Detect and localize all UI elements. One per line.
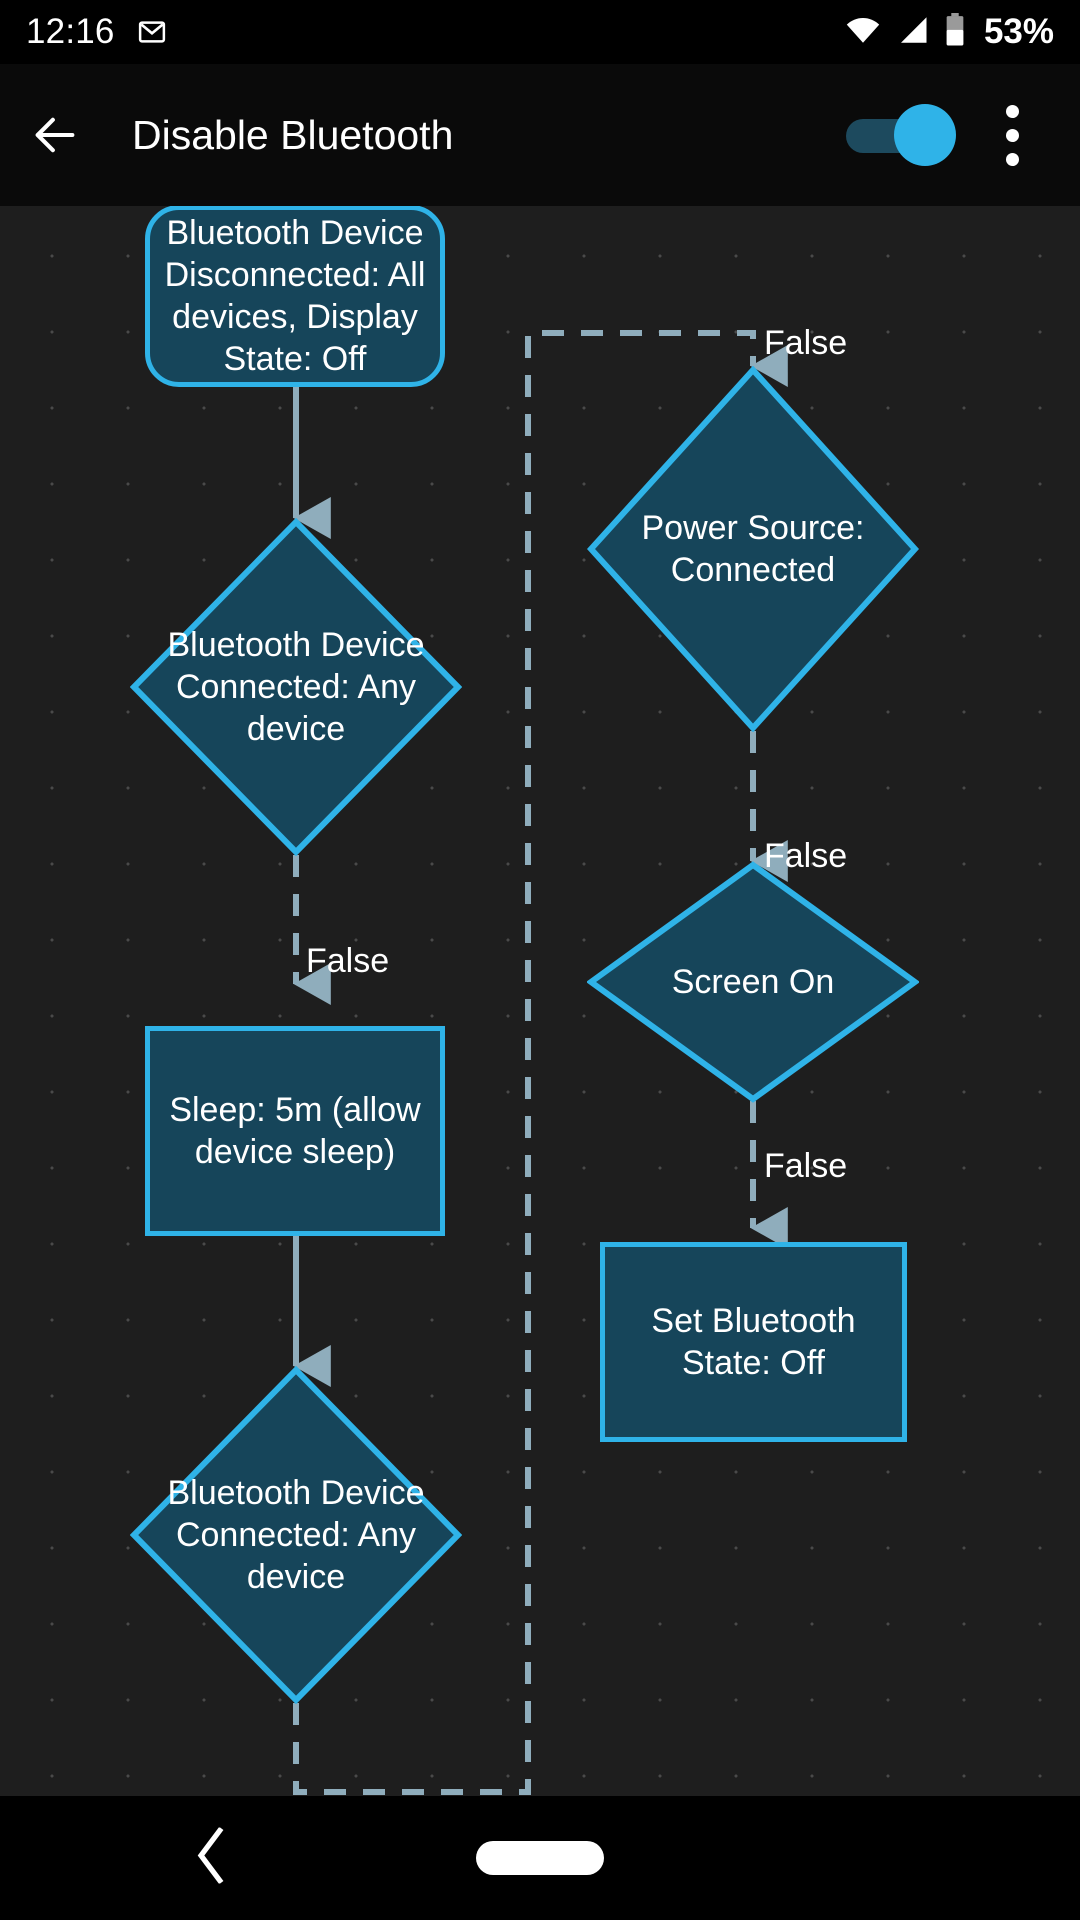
diamond-text-wrap: Power Source: Connected <box>587 366 919 732</box>
flow-node-label: Screen On <box>671 963 835 1001</box>
status-bar: 12:16 <box>0 0 1080 64</box>
gmail-icon <box>137 17 167 47</box>
toggle-knob <box>894 104 956 166</box>
flowchart-canvas[interactable]: Bluetooth Device Disconnected: All devic… <box>0 206 1080 1796</box>
diamond-shape <box>130 1366 462 1704</box>
edge-label-false-n6-n7: False <box>764 1147 848 1185</box>
overflow-dot <box>1005 152 1019 166</box>
flow-node-condition-bluetooth-connected-1[interactable]: Bluetooth Device Connected: Any device <box>130 518 462 856</box>
nav-back-chevron-icon <box>197 1826 224 1885</box>
flow-node-label: Bluetooth Device Connected: Any device <box>167 1474 425 1596</box>
edge-n4-n5-loopback <box>293 330 788 1795</box>
flow-node-action-set-bluetooth-off[interactable]: Set Bluetooth State: Off <box>600 1242 907 1442</box>
flow-node-condition-power-source[interactable]: Power Source: Connected <box>587 366 919 732</box>
overflow-dot <box>1005 104 1019 118</box>
flow-node-label: Set Bluetooth State: Off <box>651 1302 856 1382</box>
nav-back-button[interactable] <box>196 1826 226 1889</box>
nav-home-pill-icon[interactable] <box>476 1841 604 1875</box>
status-icons-group: 53% <box>844 12 1054 52</box>
diamond-shape <box>130 518 462 856</box>
diamond-text-wrap: Bluetooth Device Connected: Any device <box>130 1366 462 1704</box>
status-time: 12:16 <box>26 12 115 51</box>
edge-label-false-n4-n5: False <box>764 324 848 362</box>
back-button[interactable] <box>0 64 110 206</box>
app-bar: Disable Bluetooth <box>0 64 1080 206</box>
diamond-text-wrap: Bluetooth Device Connected: Any device <box>130 518 462 856</box>
flow-node-label: Bluetooth Device Disconnected: All devic… <box>164 214 426 378</box>
diamond-shape <box>587 861 919 1103</box>
edge-label-false-n5-n6: False <box>764 837 848 875</box>
battery-percent: 53% <box>983 12 1054 51</box>
flow-node-label: Power Source: Connected <box>641 509 865 589</box>
wifi-icon <box>844 15 882 50</box>
diamond-shape <box>587 366 919 732</box>
battery-icon <box>944 12 966 52</box>
arrow-left-icon <box>35 117 75 153</box>
edge-label-false-n2-n3: False <box>306 942 390 980</box>
flow-node-action-sleep[interactable]: Sleep: 5m (allow device sleep) <box>145 1026 445 1236</box>
system-nav-bar <box>0 1796 1080 1920</box>
flow-node-condition-screen-on[interactable]: Screen On <box>587 861 919 1103</box>
enable-profile-toggle[interactable] <box>846 104 962 166</box>
flow-node-label: Sleep: 5m (allow device sleep) <box>169 1091 421 1171</box>
flow-node-label: Bluetooth Device Connected: Any device <box>167 626 425 748</box>
diamond-text-wrap: Screen On <box>587 861 919 1103</box>
flowchart-connectors <box>293 330 788 1795</box>
cell-signal-icon <box>896 15 930 50</box>
flow-node-trigger-bluetooth-disconnected[interactable]: Bluetooth Device Disconnected: All devic… <box>145 206 445 387</box>
overflow-menu-button[interactable] <box>962 64 1062 206</box>
page-title: Disable Bluetooth <box>132 111 454 158</box>
flow-node-condition-bluetooth-connected-2[interactable]: Bluetooth Device Connected: Any device <box>130 1366 462 1704</box>
overflow-dot <box>1005 128 1019 142</box>
app-bar-actions <box>846 64 1080 206</box>
